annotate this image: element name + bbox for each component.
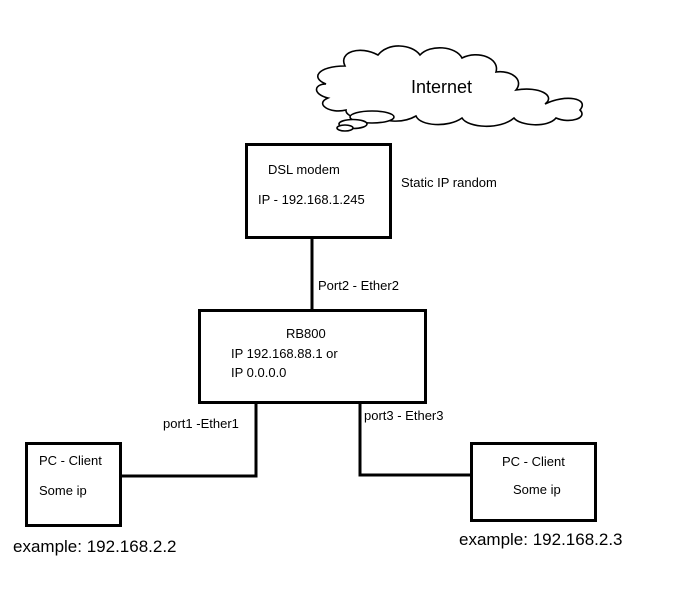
router-ip-line1: IP 192.168.88.1 or [231,346,338,361]
router-title: RB800 [286,326,326,341]
internet-label: Internet [411,77,473,97]
router-box [198,309,427,404]
pc-right-title: PC - Client [502,454,565,469]
pc-left-box [25,442,122,527]
pc-left-example: example: 192.168.2.2 [13,537,177,556]
router-ip-line2: IP 0.0.0.0 [231,365,287,380]
pc-left-title: PC - Client [39,453,102,468]
modem-side-note: Static IP random [401,175,497,190]
pc-right-box [470,442,597,522]
pc-right-ip: Some ip [513,482,561,497]
link-label-port3: port3 - Ether3 [364,408,444,423]
dsl-modem-box [245,143,392,239]
link-router-pc-left [121,402,258,478]
link-label-port2: Port2 - Ether2 [318,278,399,293]
pc-right-example: example: 192.168.2.3 [459,530,623,549]
link-label-port1: port1 -Ether1 [163,416,239,431]
modem-title: DSL modem [268,162,340,177]
pc-left-ip: Some ip [39,483,87,498]
internet-cloud-icon [315,45,583,132]
modem-ip: IP - 192.168.1.245 [258,192,365,207]
link-router-pc-right [358,402,472,477]
